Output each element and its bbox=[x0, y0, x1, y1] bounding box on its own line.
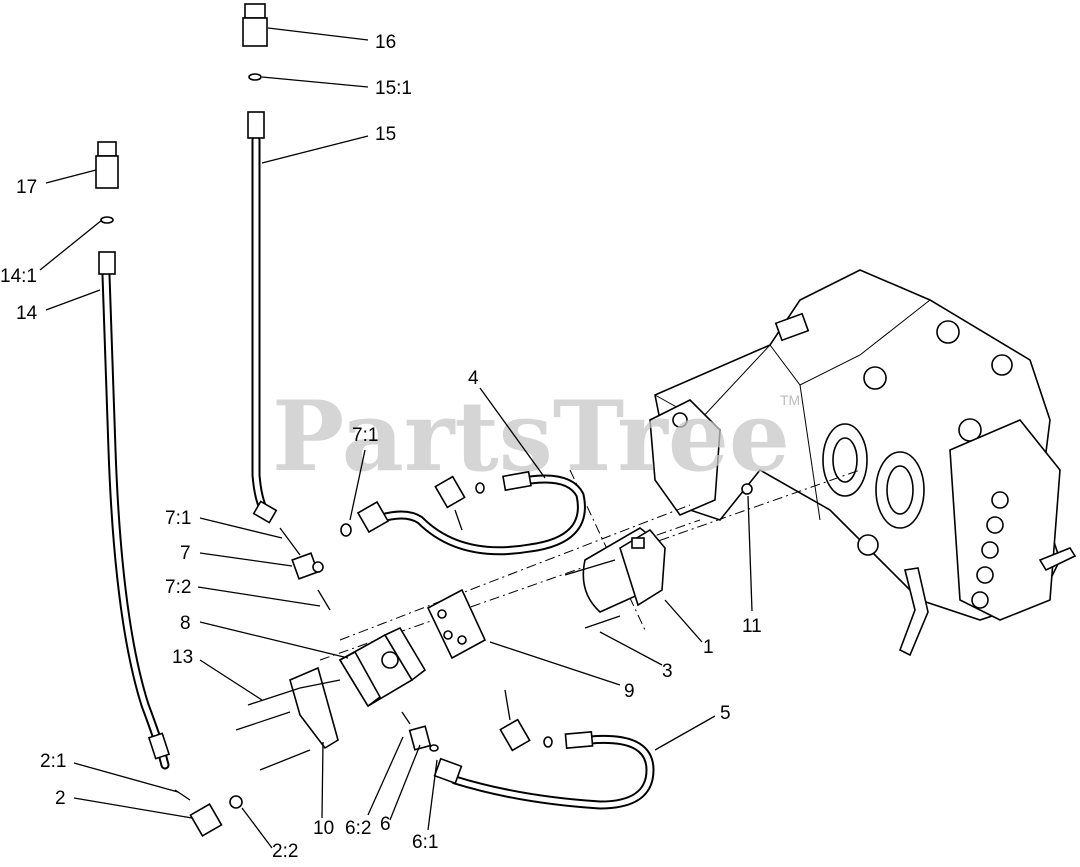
callout-2: 2 bbox=[55, 788, 66, 809]
o-ring-2-2 bbox=[229, 795, 243, 809]
callout-14: 14 bbox=[16, 303, 38, 324]
callout-5: 5 bbox=[720, 703, 731, 724]
callout-16: 16 bbox=[375, 32, 396, 53]
callout-2-1: 2:1 bbox=[40, 751, 66, 772]
hose-part-14 bbox=[95, 141, 171, 770]
o-ring-6-1 bbox=[429, 744, 439, 752]
callout-13: 13 bbox=[172, 647, 193, 668]
callout-1: 1 bbox=[703, 637, 714, 658]
cylinder-part-1 bbox=[564, 527, 666, 629]
callout-6-1: 6:1 bbox=[412, 832, 438, 853]
callout-15: 15 bbox=[375, 124, 396, 145]
assembly-axis-bolts bbox=[599, 519, 701, 556]
callout-9: 9 bbox=[624, 681, 635, 702]
fittings bbox=[174, 483, 753, 837]
callout-4: 4 bbox=[468, 368, 479, 389]
callout-6: 6 bbox=[380, 814, 391, 835]
callout-labels: 16 15:1 15 17 14:1 14 4 7:1 7:1 7 7:2 8 … bbox=[0, 32, 762, 862]
nut-11 bbox=[741, 483, 753, 495]
hose-part-4 bbox=[340, 470, 586, 556]
callout-2-2: 2:2 bbox=[272, 841, 298, 862]
watermark-text: PartsTree bbox=[272, 380, 790, 493]
hose-part-15 bbox=[242, 3, 278, 524]
callout-8: 8 bbox=[180, 613, 191, 634]
elbow-fitting-2 bbox=[189, 803, 223, 837]
callout-11: 11 bbox=[742, 616, 762, 637]
callout-6-2: 6:2 bbox=[345, 818, 371, 839]
watermark-trademark: TM bbox=[780, 392, 800, 408]
valve-block-part-8 bbox=[338, 626, 427, 708]
leader-lines bbox=[39, 27, 753, 849]
callout-7-1-left: 7:1 bbox=[165, 508, 191, 529]
callout-7-2: 7:2 bbox=[165, 577, 191, 598]
assembly-axis-secondary bbox=[339, 504, 691, 641]
bracket-part-10 bbox=[235, 666, 341, 771]
callout-7-1-upper: 7:1 bbox=[352, 425, 378, 446]
callout-7: 7 bbox=[180, 543, 191, 564]
fitting-6 bbox=[408, 725, 432, 751]
callout-15-1: 15:1 bbox=[375, 78, 412, 99]
callout-17: 17 bbox=[16, 177, 37, 198]
plate-part-9 bbox=[426, 588, 487, 660]
watermark: PartsTree TM bbox=[272, 380, 800, 493]
frame-housing bbox=[649, 269, 1077, 657]
callout-14-1: 14:1 bbox=[0, 266, 37, 287]
callout-10: 10 bbox=[313, 818, 334, 839]
hose-part-5 bbox=[433, 689, 655, 810]
callout-3: 3 bbox=[662, 661, 673, 682]
